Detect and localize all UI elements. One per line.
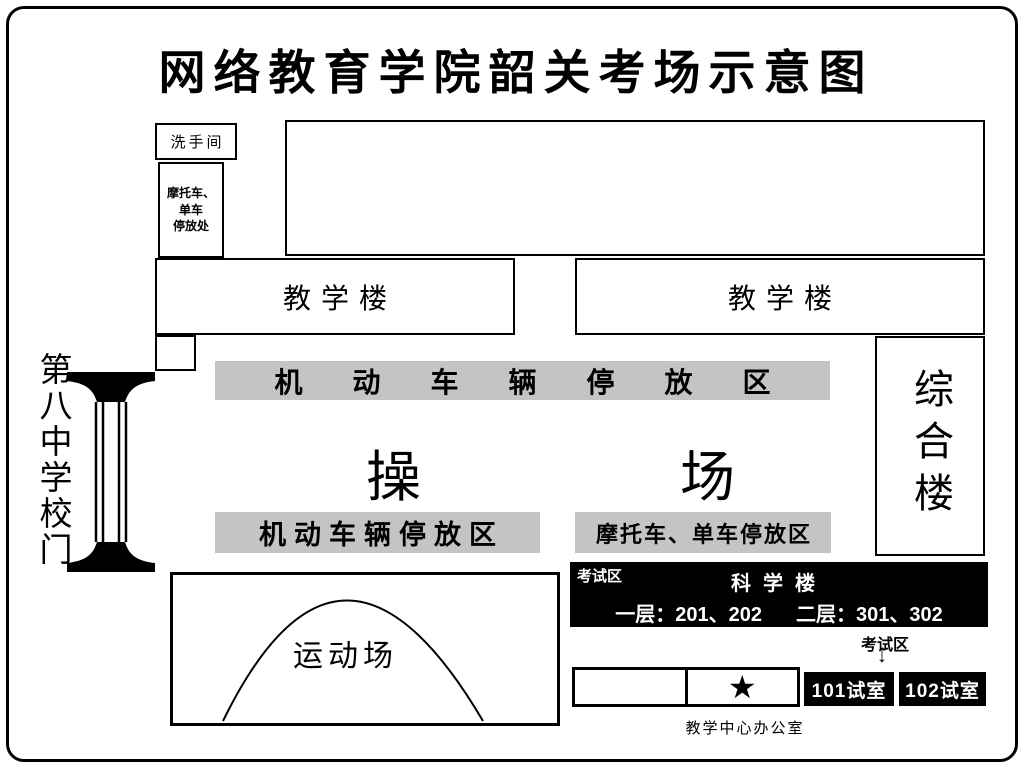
science-building-rooms: 一层：201、202 二层：301、302: [570, 598, 988, 627]
map-title: 网络教育学院韶关考场示意图: [0, 34, 1024, 103]
down-arrow-icon: ↓: [877, 645, 887, 667]
parking-bar-right: 摩托车、单车停放区: [575, 512, 831, 553]
exam-area-pointer-label: 考试区: [860, 637, 909, 654]
star-icon: ★: [727, 669, 757, 705]
comprehensive-building: 综合楼: [875, 336, 985, 556]
north-building-box: [285, 120, 985, 256]
exam-room-101-label: 101试室: [811, 680, 887, 702]
science-building-exam-box: 考试区 科学楼 一层：201、202 二层：301、302: [570, 562, 988, 627]
moto-hut-line3: 停放处: [172, 219, 209, 234]
track-arc: [222, 599, 484, 722]
playground-char-left: 操: [366, 447, 422, 508]
science-rooms-floor1: 一层：201、202: [615, 604, 762, 626]
parking-bar-left-label: 机动车辆停放区: [259, 520, 504, 550]
sports-field-label: 运动场: [293, 640, 398, 673]
exam-room-101: 101试室: [804, 672, 894, 706]
teaching-building-left: 教学楼: [155, 258, 515, 335]
sports-field-box: 运动场: [170, 572, 560, 726]
parking-bar-top: 机动车辆停放区: [215, 361, 830, 400]
parking-bar-top-label: 机动车辆停放区: [274, 366, 821, 398]
office-row: ★: [572, 667, 800, 707]
map-title-text: 网络教育学院韶关考场示意图: [158, 46, 874, 99]
motorcycle-bicycle-shed-box: 摩托车、 单车 停放处: [158, 162, 224, 258]
moto-hut-line2: 单车: [178, 202, 203, 217]
parking-bar-left: 机动车辆停放区: [215, 512, 540, 553]
office-cell-star: ★: [684, 669, 798, 705]
playground-char-right: 场: [680, 447, 736, 508]
school-gate-label: 第八中学校门: [34, 352, 70, 568]
restroom-box: 洗手间: [155, 123, 237, 160]
office-label: 教学中心办公室: [685, 720, 805, 737]
exam-room-102: 102试室: [899, 672, 986, 706]
comprehensive-building-label: 综合楼: [908, 368, 953, 524]
restroom-label: 洗手间: [170, 134, 225, 151]
school-gate-icon: [67, 372, 155, 572]
moto-hut-line1: 摩托车、: [166, 185, 215, 200]
office-cell-empty: [575, 670, 685, 704]
exam-zone-tag: 考试区: [577, 568, 623, 585]
parking-bar-right-label: 摩托车、单车停放区: [595, 521, 812, 547]
teaching-building-right-label: 教学楼: [727, 283, 842, 315]
science-rooms-floor2: 二层：301、302: [796, 604, 943, 626]
science-building-name: 科学楼: [731, 573, 827, 595]
teaching-building-right: 教学楼: [575, 258, 985, 335]
exam-room-102-label: 102试室: [905, 680, 980, 702]
teaching-building-left-label: 教学楼: [282, 283, 397, 315]
small-annex-box: [155, 335, 196, 371]
